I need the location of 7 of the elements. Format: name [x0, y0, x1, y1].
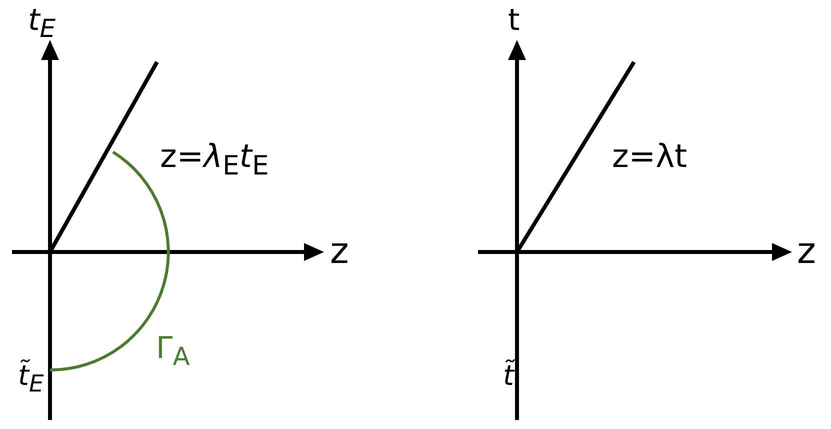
axis-label: t$_{E}$	[28, 6, 56, 41]
contour-label: Γ$_{A}$	[156, 334, 190, 369]
axis-label: t	[508, 6, 520, 36]
axis-label: z	[330, 234, 349, 270]
axis-label: z	[797, 234, 816, 270]
equation-label: z=λ$_{E}$t$_{E}$	[160, 140, 269, 180]
equation-label: z=λt	[612, 140, 688, 172]
